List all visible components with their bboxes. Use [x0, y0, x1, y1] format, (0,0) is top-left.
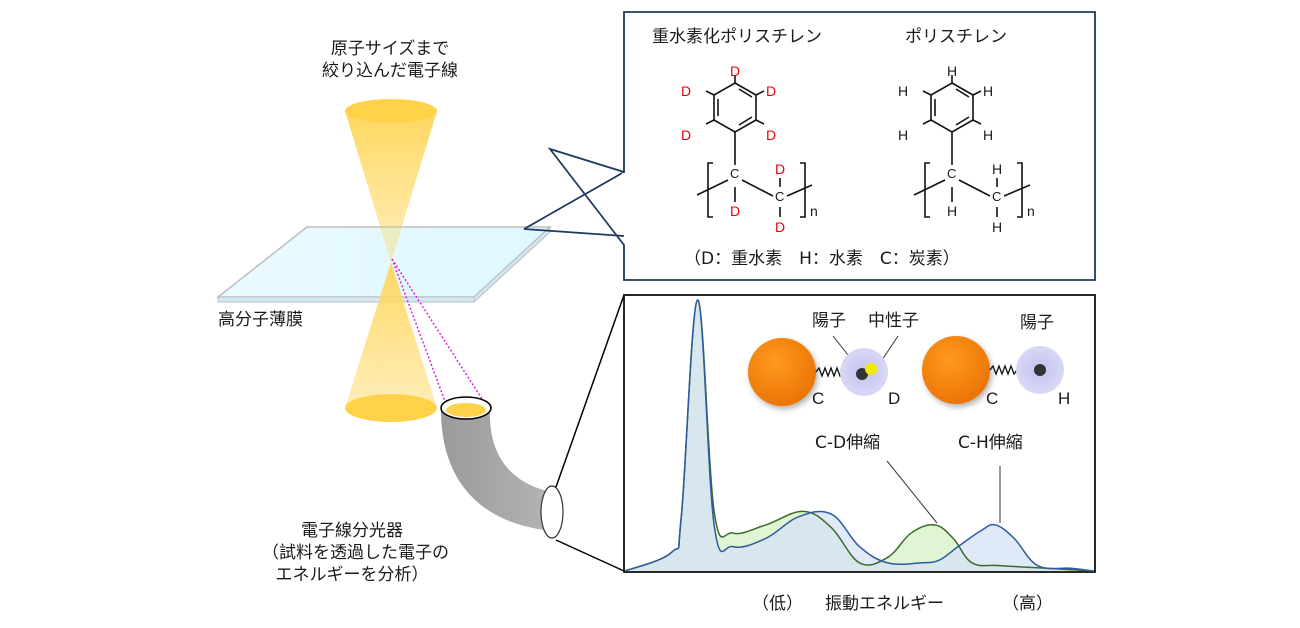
x-axis-label: 振動エネルギー [825, 594, 944, 614]
bond-spring-ch [989, 364, 1018, 376]
h-atom-label: H [898, 127, 909, 143]
d-atom-label: D [775, 161, 786, 177]
repeat-n-label: n [1027, 203, 1035, 219]
carbon-label-ch: C [986, 389, 999, 408]
c-atom-label: C [947, 166, 957, 181]
spectrum-series-group [624, 299, 1095, 572]
beam-label: 原子サイズまで 絞り込んだ電子線 [300, 38, 480, 82]
beam-label-line2: 絞り込んだ電子線 [322, 61, 458, 81]
callout-pointer [523, 228, 625, 237]
h-atom-label: H [992, 219, 1003, 235]
d-atom-label: D [681, 127, 692, 143]
deuterated-polystyrene-structure [696, 75, 813, 218]
h-atom-label: H [947, 203, 958, 219]
neutron [865, 363, 877, 375]
x-axis-high-label: （高） [1002, 594, 1053, 614]
carbon-atom-cd [748, 338, 816, 406]
h-atom-label: H [947, 63, 958, 79]
d-atom-label: D [730, 63, 741, 79]
h-atom-label: H [983, 127, 994, 143]
electron-beam-upper [345, 99, 437, 262]
polystyrene-title: ポリスチレン [905, 27, 1007, 47]
hydrogen-label: H [1058, 389, 1071, 408]
proton-cd [856, 368, 868, 380]
c-atom-label: C [730, 166, 740, 181]
spectrometer-label-line2: （試料を透過した電子の [262, 543, 449, 563]
electron-beam-lower [345, 262, 437, 422]
d-atom-label: D [766, 83, 777, 99]
h-atom-label: H [898, 83, 909, 99]
bond-spring-cd [815, 366, 844, 378]
d-atom-label: D [730, 203, 741, 219]
d-atom-label: D [775, 219, 786, 235]
deuterated-title: 重水素化ポリスチレン [652, 27, 822, 47]
beam-label-line1: 原子サイズまで [330, 39, 450, 59]
spectrometer-label-line3: エネルギーを分析） [275, 565, 429, 585]
spectrometer-label-line1: 電子線分光器 [301, 521, 403, 541]
deuterium-label: D [888, 389, 901, 408]
h-atom-label: H [983, 83, 994, 99]
c-atom-label: C [992, 189, 1002, 204]
scattered-electron-path [391, 258, 485, 405]
d-atom-label: D [681, 83, 692, 99]
cd-stretch-leader [886, 460, 938, 524]
neutron-label: 中性子 [868, 311, 919, 331]
h-atom-label: H [992, 161, 1003, 177]
x-axis-low-label: （低） [752, 594, 803, 614]
proton-ch [1034, 364, 1046, 376]
polystyrene-structure [913, 75, 1031, 218]
zoom-connector-lines [555, 294, 625, 572]
structure-callout-box [547, 11, 1096, 281]
c-atom-label: C [775, 189, 785, 204]
carbon-atom-ch [922, 336, 990, 404]
cd-stretch-annotation: C-D伸縮 [815, 433, 881, 453]
proton-label-ch: 陽子 [1020, 313, 1054, 333]
spectrometer-tube [440, 396, 564, 539]
callout-pointer-upper [523, 171, 625, 230]
ch-bond-model [922, 336, 1064, 404]
repeat-n-label: n [810, 203, 818, 219]
ch-stretch-annotation: C-H伸縮 [958, 433, 1023, 453]
d-atom-label: D [766, 127, 777, 143]
electron-beam-focus [380, 227, 402, 262]
spectrometer-label: 電子線分光器 （試料を透過した電子の エネルギーを分析） [262, 520, 449, 586]
proton-label-cd: 陽子 [812, 311, 846, 331]
cd-bond-model [748, 338, 888, 406]
carbon-label-cd: C [812, 389, 825, 408]
film-label: 高分子薄膜 [218, 310, 303, 330]
series-line-1 [624, 299, 1095, 572]
element-legend: （D：重水素 H：水素 C：炭素） [684, 249, 960, 269]
